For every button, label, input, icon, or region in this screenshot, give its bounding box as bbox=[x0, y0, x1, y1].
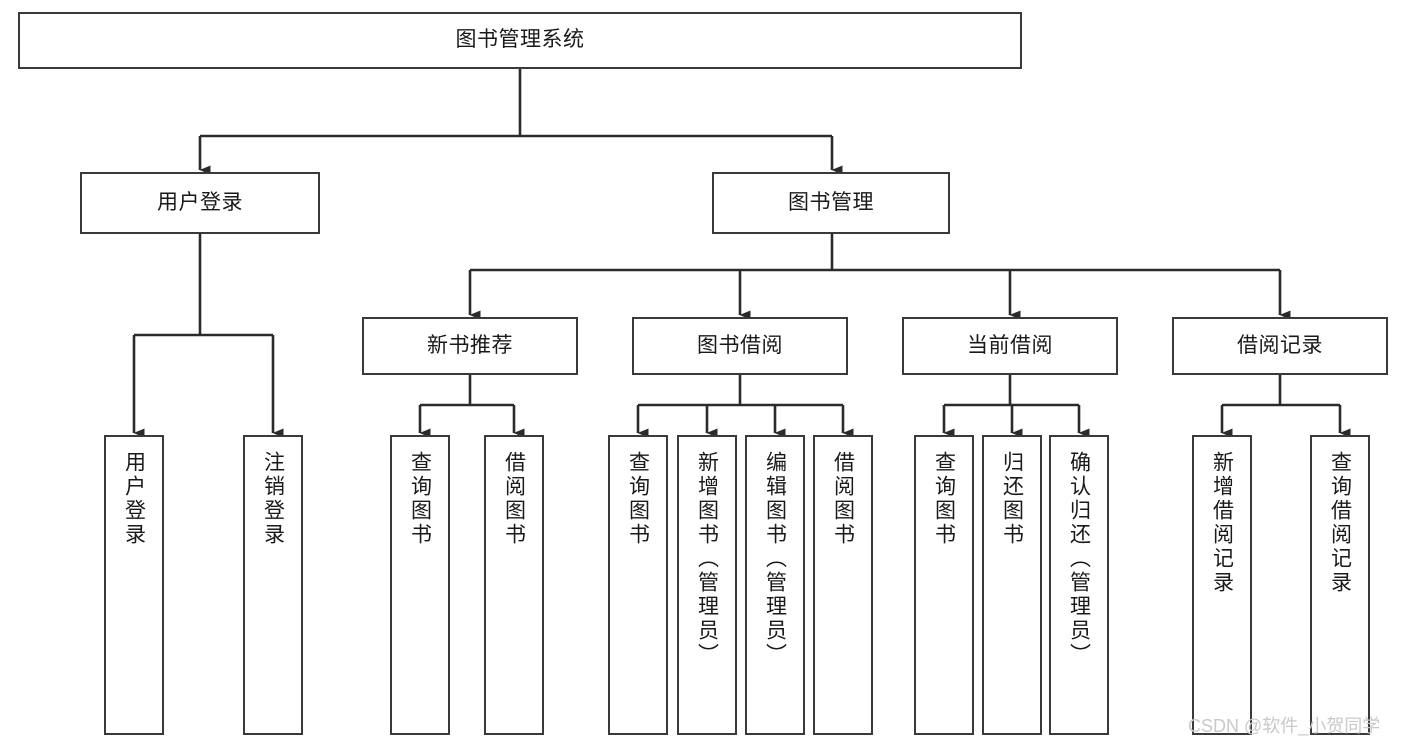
node-leaf-confirm-return[interactable]: 确认归还（管理员） bbox=[1049, 435, 1109, 735]
node-book-manage[interactable]: 图书管理 bbox=[712, 172, 950, 234]
node-label: 图书管理 bbox=[788, 190, 874, 214]
node-label: 归还图书 bbox=[1000, 451, 1024, 547]
node-label: 当前借阅 bbox=[967, 333, 1053, 357]
node-label: 查询借阅记录 bbox=[1328, 451, 1352, 595]
node-leaf-borrow-book-1[interactable]: 借阅图书 bbox=[484, 435, 544, 735]
node-label: 新书推荐 bbox=[427, 333, 513, 357]
node-label: 确认归还（管理员） bbox=[1067, 451, 1091, 667]
node-leaf-user-login[interactable]: 用户登录 bbox=[104, 435, 164, 735]
node-label: 新增借阅记录 bbox=[1210, 451, 1234, 595]
node-label: 查询图书 bbox=[626, 451, 650, 547]
node-label: 编辑图书（管理员） bbox=[763, 451, 787, 667]
node-leaf-query-book-3[interactable]: 查询图书 bbox=[914, 435, 974, 735]
node-label: 用户登录 bbox=[122, 451, 146, 547]
node-label: 借阅图书 bbox=[831, 451, 855, 547]
node-label: 用户登录 bbox=[157, 190, 243, 214]
node-leaf-return-book[interactable]: 归还图书 bbox=[982, 435, 1042, 735]
connectors bbox=[132, 69, 1351, 438]
node-current-borrow[interactable]: 当前借阅 bbox=[902, 317, 1118, 375]
node-leaf-borrow-book-2[interactable]: 借阅图书 bbox=[813, 435, 873, 735]
node-book-borrow[interactable]: 图书借阅 bbox=[632, 317, 848, 375]
node-leaf-query-record[interactable]: 查询借阅记录 bbox=[1310, 435, 1370, 735]
node-label: 图书管理系统 bbox=[455, 28, 585, 52]
node-leaf-query-book-2[interactable]: 查询图书 bbox=[608, 435, 668, 735]
node-leaf-add-book[interactable]: 新增图书（管理员） bbox=[677, 435, 737, 735]
node-leaf-edit-book[interactable]: 编辑图书（管理员） bbox=[745, 435, 805, 735]
node-label: 注销登录 bbox=[261, 451, 285, 547]
node-label: 新增图书（管理员） bbox=[695, 451, 719, 667]
node-new-book-recommend[interactable]: 新书推荐 bbox=[362, 317, 578, 375]
node-leaf-add-record[interactable]: 新增借阅记录 bbox=[1192, 435, 1252, 735]
node-user-login[interactable]: 用户登录 bbox=[80, 172, 320, 234]
node-label: 图书借阅 bbox=[697, 333, 783, 357]
node-label: 查询图书 bbox=[932, 451, 956, 547]
node-root-system[interactable]: 图书管理系统 bbox=[18, 12, 1022, 69]
node-leaf-logout[interactable]: 注销登录 bbox=[243, 435, 303, 735]
node-label: 借阅记录 bbox=[1237, 333, 1323, 357]
node-label: 借阅图书 bbox=[502, 451, 526, 547]
node-leaf-query-book-1[interactable]: 查询图书 bbox=[390, 435, 450, 735]
node-label: 查询图书 bbox=[408, 451, 432, 547]
node-borrow-record[interactable]: 借阅记录 bbox=[1172, 317, 1388, 375]
